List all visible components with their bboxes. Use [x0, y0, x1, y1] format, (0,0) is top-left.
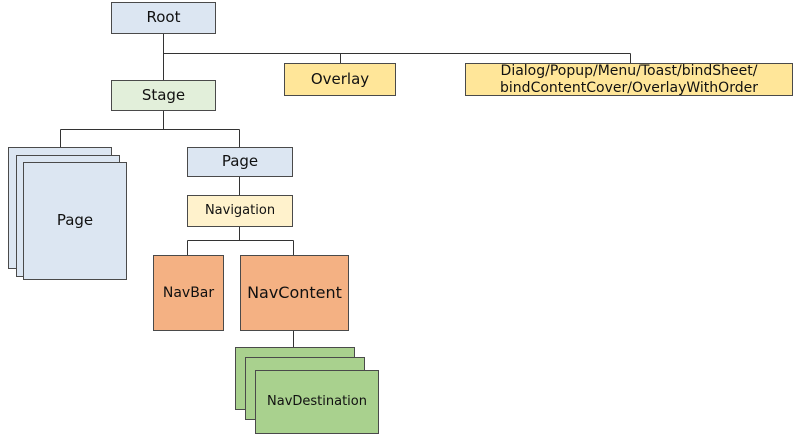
navcontent-node: NavContent: [240, 255, 349, 331]
stage-node: Stage: [111, 80, 216, 111]
navbar-node: NavBar: [153, 255, 224, 331]
page-stack-label: Page: [56, 211, 94, 230]
overlay-node: Overlay: [284, 63, 396, 96]
navigation-label: Navigation: [204, 202, 276, 218]
dialog-popup-label-line1: Dialog/Popup/Menu/Toast/bindSheet/: [500, 63, 758, 80]
navdestination-node: NavDestination: [255, 370, 379, 434]
overlay-label: Overlay: [310, 69, 370, 88]
navdestination-label: NavDestination: [267, 393, 367, 409]
root-label: Root: [146, 8, 181, 27]
stage-label: Stage: [141, 85, 186, 104]
page-node: Page: [187, 147, 293, 177]
navigation-node: Navigation: [187, 195, 293, 227]
dialog-popup-label: Dialog/Popup/Menu/Toast/bindSheet/ bindC…: [500, 63, 758, 95]
navcontent-label: NavContent: [247, 282, 342, 302]
page-stack-node: Page: [23, 162, 127, 280]
dialog-popup-label-line2: bindContentCover/OverlayWithOrder: [500, 79, 758, 96]
page-label: Page: [221, 152, 259, 171]
navbar-label: NavBar: [162, 284, 215, 301]
dialog-popup-node: Dialog/Popup/Menu/Toast/bindSheet/ bindC…: [465, 63, 793, 96]
root-node: Root: [111, 2, 216, 34]
